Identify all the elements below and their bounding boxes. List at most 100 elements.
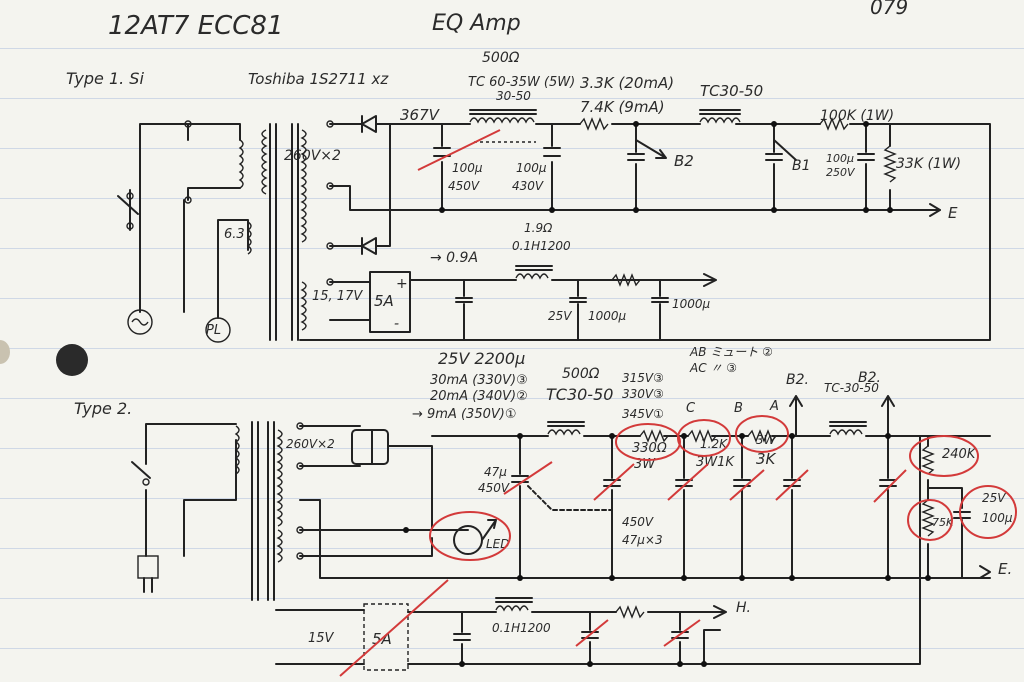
type1-b-plus-rail	[299, 109, 991, 341]
heater-choke-label: 0.1H1200	[512, 239, 571, 253]
resistor-r3-label: 100K (1W)	[820, 108, 894, 124]
cap-b2-icon	[627, 123, 645, 211]
red-pen-annotations	[339, 415, 1017, 677]
b2-label-b: B2.	[858, 370, 881, 386]
cap-c1-voltage: 450V	[448, 179, 480, 193]
voltage-note-1: 315V③	[622, 371, 664, 385]
secondary-voltage-2: 260V×2	[286, 437, 335, 451]
ground-arrow-1	[929, 203, 941, 217]
cap-c2-icon	[543, 123, 561, 211]
cap-c3-icon	[857, 123, 875, 211]
bridge-rectifier-2	[363, 603, 409, 671]
b2-tap-label: B2	[674, 152, 694, 170]
choke-range-label: 30-50	[496, 89, 531, 103]
current-note-1: 30mA (330V)③	[430, 373, 528, 388]
heater-tap-label: 6.3	[224, 227, 245, 242]
resistor-r2-label: 7.4K (9mA)	[580, 98, 665, 116]
heater-resistance-label: 1.9Ω	[524, 221, 553, 235]
resistor-r4-label: 33K (1W)	[896, 156, 961, 172]
page-rule	[0, 498, 1024, 499]
page-rule	[0, 148, 1024, 149]
diode-1-icon	[361, 115, 377, 133]
resistor-r1-label: 3.3K (20mA)	[580, 74, 674, 92]
cap-b1-icon	[765, 123, 783, 211]
binder-hole	[56, 344, 88, 376]
caps-voltage: 450V	[622, 515, 654, 529]
cap-c2-voltage: 430V	[512, 179, 544, 193]
mute-note-2: AC 〃 ③	[689, 361, 737, 375]
heater-voltage-2: 15V	[308, 631, 335, 646]
diode-2-icon	[361, 237, 377, 255]
resistor-b-watt: 3W1K	[696, 455, 735, 470]
pilot-lamp-label: PL	[206, 323, 221, 338]
choke-label-3: TC-30-50	[824, 381, 879, 395]
page-rule	[0, 248, 1024, 249]
choke-resistance-2: 500Ω	[562, 366, 600, 382]
mute-note-1: AB ミュート ②	[689, 345, 773, 359]
tube-title: 12AT7 ECC81	[108, 11, 284, 41]
b1-tap-label: B1	[792, 158, 811, 174]
page-rule	[0, 48, 1024, 49]
tap-c-label: C	[686, 401, 696, 416]
cap-c3-label: 100μ	[826, 152, 854, 165]
current-note-3: → 9mA (350V)①	[412, 407, 517, 422]
voltage-note-2: 330V③	[622, 387, 664, 401]
resistor-240k-label: 240K	[942, 447, 977, 462]
page-title: EQ Amp	[432, 11, 521, 36]
choke-resistance-label: 500Ω	[482, 50, 520, 66]
tap-b-label: B	[734, 401, 743, 416]
plus-sign: +	[396, 276, 408, 292]
ground-label-1: E	[948, 204, 958, 222]
main-cap-label: 25V 2200μ	[438, 349, 525, 368]
binder-hole-edge	[0, 340, 10, 364]
page-rule	[0, 648, 1024, 649]
voltage-note-3: 345V①	[622, 407, 664, 421]
cap-25v-label: 25V	[982, 491, 1006, 505]
type2-b-plus-rail	[299, 395, 991, 581]
b2-label-a: B2.	[786, 372, 809, 388]
caps-count: 47μ×3	[622, 533, 663, 547]
heater-cap-2: 1000μ	[672, 297, 711, 311]
resistor-r3-icon	[819, 117, 849, 131]
type2-mains-wiring	[131, 423, 240, 593]
page-rule	[0, 548, 1024, 549]
cap-c1-icon	[433, 123, 451, 211]
page-rule	[0, 398, 1024, 399]
tap-a-label: A	[769, 399, 779, 414]
type1-label: Type 1. Si	[66, 69, 144, 88]
cap-c1-label: 100μ	[452, 161, 483, 175]
page-rule	[0, 98, 1024, 99]
bridge-rectifier-label: 5A	[374, 292, 394, 310]
minus-sign: -	[394, 316, 399, 332]
page-number: 079	[870, 0, 908, 19]
bridge-rectifier-1	[369, 271, 411, 333]
ground-label-2: E.	[998, 560, 1012, 578]
mains-plug-icon	[137, 555, 159, 579]
type2-heater-supply	[275, 435, 921, 671]
heater-current-label: → 0.9A	[430, 250, 478, 266]
current-note-2: 20mA (340V)②	[430, 389, 528, 404]
resistor-75k-label: 75K	[932, 516, 954, 529]
b-voltage-label: 367V	[400, 106, 441, 124]
heater-cap-1: 1000μ	[588, 309, 627, 323]
resistor-b-label: 1.2K	[700, 437, 728, 451]
cap-47-label: 47μ	[484, 465, 507, 479]
resistor-r1-icon	[579, 117, 609, 131]
choke2-label: TC30-50	[700, 82, 763, 100]
cap-c3-voltage: 250V	[826, 166, 856, 179]
choke-type-label: TC 60-35W (5W)	[468, 75, 575, 90]
page-rule	[0, 198, 1024, 199]
heater-out-label: H.	[736, 600, 751, 616]
page-rule	[0, 448, 1024, 449]
resistor-a-value: 3K	[756, 450, 777, 468]
choke-label-2: TC30-50	[546, 385, 613, 404]
resistor-r4-icon	[883, 145, 897, 183]
page-rule	[0, 348, 1024, 349]
heater-choke-2-label: 0.1H1200	[492, 621, 551, 635]
type1-mains-wiring	[117, 120, 252, 343]
heater-voltage-label: 15, 17V	[312, 289, 363, 304]
resistor-330-label: 330Ω	[632, 441, 667, 456]
type2-label: Type 2.	[74, 399, 132, 418]
cap-c2-label: 100μ	[516, 161, 547, 175]
